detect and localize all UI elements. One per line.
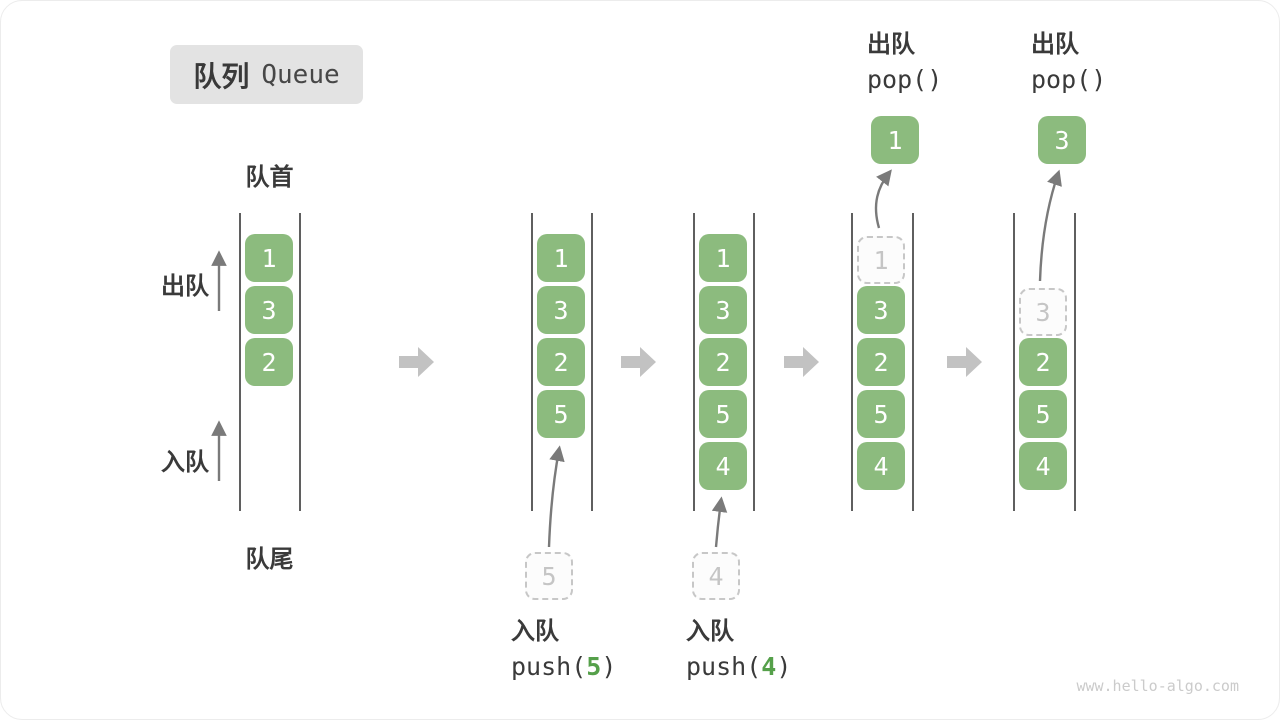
queue-cell: 4 xyxy=(1019,442,1067,490)
title-box: 队列 Queue xyxy=(170,45,363,104)
op-push-label: 入队 xyxy=(511,618,559,645)
step-arrow-icon-1 xyxy=(399,347,434,377)
code-pre: push( xyxy=(511,652,587,681)
queue-cell: 3 xyxy=(699,286,747,334)
op-push-label: 入队 xyxy=(686,618,734,645)
queue-cell: 5 xyxy=(537,390,585,438)
queue-cell: 3 xyxy=(857,286,905,334)
op-annotation-pop-1: 出队 pop() xyxy=(867,31,943,94)
queue-cell: 2 xyxy=(245,338,293,386)
popped-cell: 1 xyxy=(871,116,919,164)
pop-arrow-q4 xyxy=(874,169,892,229)
code-post: ) xyxy=(601,652,617,681)
queue-cell: 1 xyxy=(699,234,747,282)
queue-cell: 4 xyxy=(699,442,747,490)
queue-cell: 3 xyxy=(537,286,585,334)
op-push-code: push(4) xyxy=(686,654,791,679)
op-pop-code: pop() xyxy=(867,65,943,94)
op-annotation-push4: 入队 push(4) xyxy=(686,618,791,680)
code-pre: push( xyxy=(686,652,762,681)
queue4-left-wall xyxy=(851,213,853,511)
op-annotation-pop-2: 出队 pop() xyxy=(1031,31,1107,94)
queue-cell: 1 xyxy=(537,234,585,282)
incoming-ghost-cell: 4 xyxy=(692,552,740,600)
queue1-left-wall xyxy=(239,213,241,511)
label-dequeue: 出队 xyxy=(161,273,209,300)
queue-cell: 5 xyxy=(857,390,905,438)
enqueue-arrow-q3 xyxy=(711,496,728,548)
op-push-code: push(5) xyxy=(511,654,616,679)
code-arg: 4 xyxy=(761,652,777,681)
queue-cell: 2 xyxy=(699,338,747,386)
queue5-right-wall xyxy=(1074,213,1076,511)
removed-ghost-cell: 3 xyxy=(1019,288,1067,336)
queue3-right-wall xyxy=(753,213,755,511)
queue-cell: 1 xyxy=(245,234,293,282)
popped-cell: 3 xyxy=(1038,116,1086,164)
queue-cell: 4 xyxy=(857,442,905,490)
queue-cell: 2 xyxy=(537,338,585,386)
enqueue-arrow-q2 xyxy=(547,445,565,548)
op-annotation-push5: 入队 push(5) xyxy=(511,618,616,680)
queue2-right-wall xyxy=(591,213,593,511)
label-enqueue: 入队 xyxy=(161,449,209,476)
op-pop-label: 出队 xyxy=(1031,31,1079,58)
op-pop-code: pop() xyxy=(1031,65,1107,94)
title-zh: 队列 xyxy=(193,60,250,92)
code-post: ) xyxy=(776,652,792,681)
queue-cell: 2 xyxy=(1019,338,1067,386)
pop-arrow-q5 xyxy=(1038,169,1062,282)
queue4-right-wall xyxy=(912,213,914,511)
step-arrow-icon-3 xyxy=(784,347,819,377)
queue-cell: 5 xyxy=(699,390,747,438)
queue-cell: 5 xyxy=(1019,390,1067,438)
queue-cell: 2 xyxy=(857,338,905,386)
queue2-left-wall xyxy=(531,213,533,511)
label-queue-rear: 队尾 xyxy=(245,546,294,573)
queue3-left-wall xyxy=(693,213,695,511)
watermark: www.hello-algo.com xyxy=(1076,677,1239,695)
title-en: Queue xyxy=(261,59,340,90)
incoming-ghost-cell: 5 xyxy=(525,552,573,600)
queue-cell: 3 xyxy=(245,286,293,334)
code-arg: 5 xyxy=(586,652,602,681)
step-arrow-icon-2 xyxy=(621,347,656,377)
step-arrow-icon-4 xyxy=(947,347,982,377)
queue5-left-wall xyxy=(1013,213,1015,511)
label-queue-front: 队首 xyxy=(245,164,294,191)
op-pop-label: 出队 xyxy=(867,31,915,58)
queue1-right-wall xyxy=(299,213,301,511)
removed-ghost-cell: 1 xyxy=(857,236,905,284)
